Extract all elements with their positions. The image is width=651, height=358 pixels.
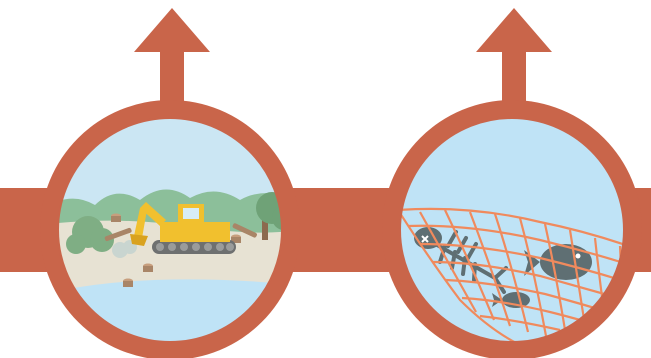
- up-arrow-icon: [476, 8, 552, 115]
- up-arrow-icon: [134, 8, 210, 115]
